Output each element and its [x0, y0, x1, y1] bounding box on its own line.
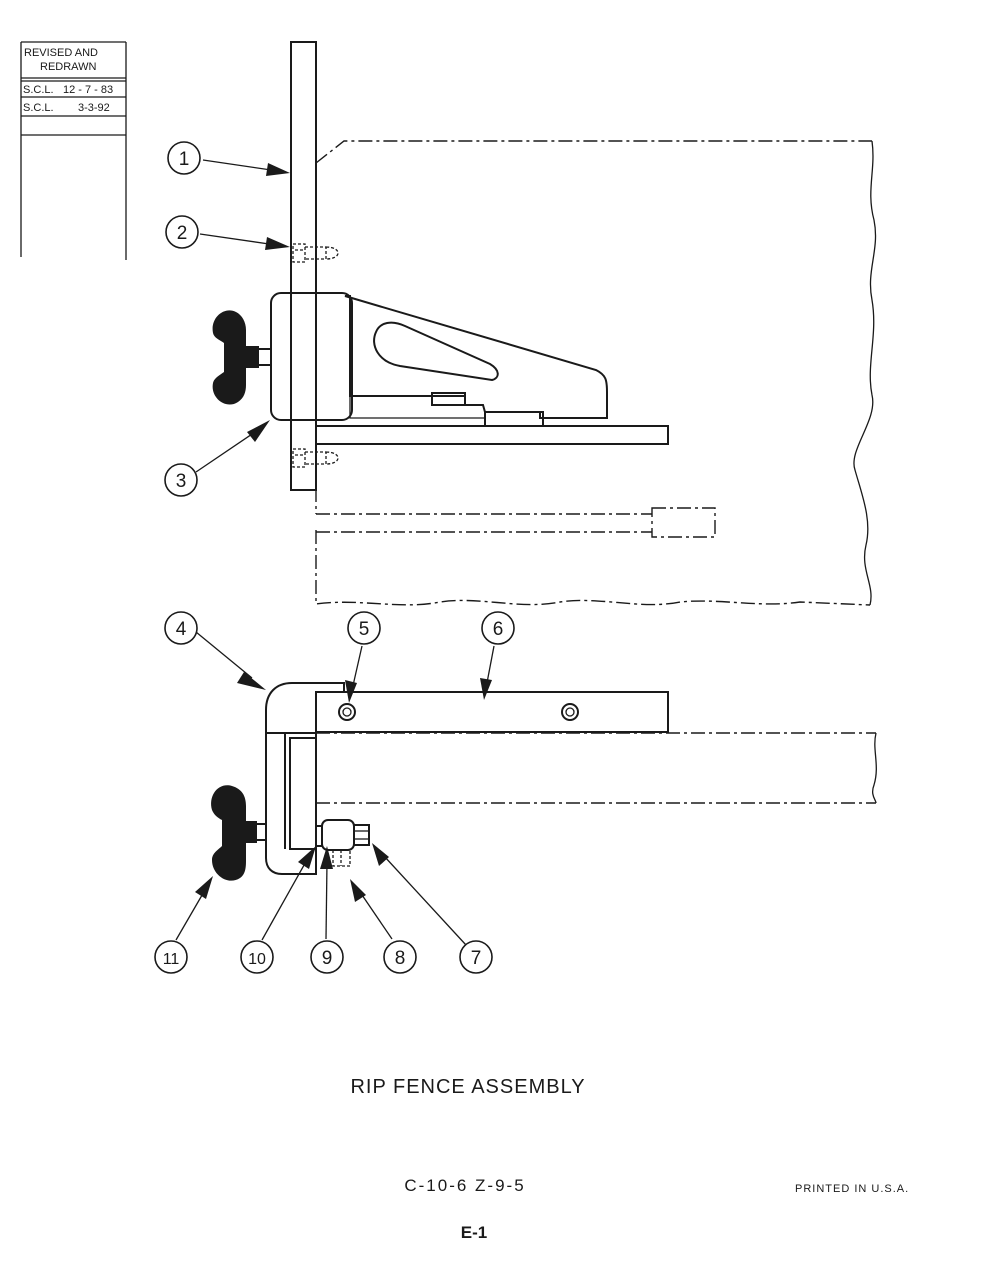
svg-text:8: 8	[395, 948, 406, 969]
fence-screw-left	[338, 703, 356, 721]
callout-6: 6	[481, 611, 515, 645]
bearing	[321, 819, 355, 851]
front-rail	[315, 425, 669, 445]
lower-view	[211, 682, 877, 881]
callout-11: 11	[154, 940, 188, 974]
svg-text:10: 10	[248, 951, 266, 968]
callout-9: 9	[310, 940, 344, 974]
printed-note: PRINTED IN U.S.A.	[795, 1183, 909, 1195]
svg-text:11: 11	[163, 951, 180, 968]
svg-text:4: 4	[176, 619, 187, 640]
svg-text:3: 3	[176, 471, 187, 492]
table-outline-upper	[315, 140, 872, 164]
revision-header-line2: REDRAWN	[40, 61, 96, 73]
revision-row-1-initials: S.C.L.	[23, 84, 54, 96]
fence-bolt-upper	[292, 243, 339, 263]
clamp-housing	[270, 292, 353, 421]
revision-row-2-date: 3-3-92	[78, 102, 110, 114]
lock-knob-upper	[212, 310, 272, 405]
callout-7: 7	[459, 940, 493, 974]
fence-body	[344, 295, 608, 419]
lock-knob-lower	[211, 785, 267, 881]
revision-row-1-date: 12 - 7 - 83	[63, 84, 113, 96]
clamp-bracket	[265, 682, 345, 875]
callout-10: 10	[240, 940, 274, 974]
page-number: E-1	[461, 1223, 487, 1242]
fence-bar-plan	[315, 691, 669, 733]
callout-8: 8	[383, 940, 417, 974]
nut	[353, 824, 370, 846]
leader-lines	[175, 159, 495, 946]
svg-text:9: 9	[322, 948, 333, 969]
fence-screw-right	[561, 703, 579, 721]
fence-bar	[290, 41, 317, 491]
svg-text:6: 6	[493, 619, 504, 640]
callout-4: 4	[164, 611, 198, 645]
svg-text:2: 2	[177, 223, 188, 244]
svg-text:5: 5	[359, 619, 370, 640]
callout-5: 5	[347, 611, 381, 645]
drawing-title: RIP FENCE ASSEMBLY	[350, 1076, 585, 1098]
table-breakline-upper	[853, 140, 877, 606]
upper-view	[212, 41, 877, 606]
fence-bolt-lower	[292, 448, 339, 468]
revision-header-line1: REVISED AND	[24, 47, 98, 59]
callout-1: 1	[167, 141, 201, 175]
callout-3: 3	[164, 463, 198, 497]
callout-2: 2	[165, 215, 199, 249]
fence-body-slot	[373, 321, 499, 382]
drawing-code: C-10-6 Z-9-5	[404, 1176, 525, 1195]
revision-row-2-initials: S.C.L.	[23, 102, 54, 114]
svg-text:7: 7	[471, 948, 482, 969]
svg-text:1: 1	[179, 149, 190, 170]
revision-block: REVISED AND REDRAWN S.C.L. 12 - 7 - 83 S…	[20, 41, 127, 260]
